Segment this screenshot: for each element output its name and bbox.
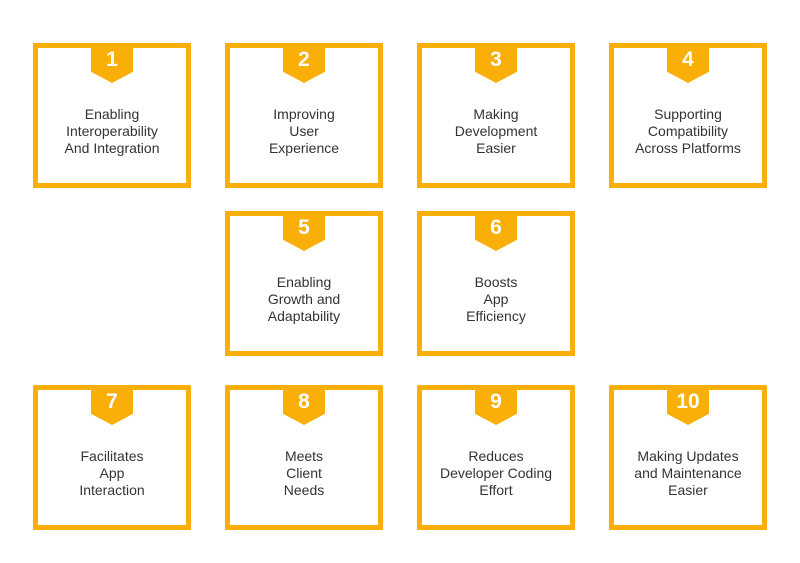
card-label-line: Effort [479,482,513,498]
card-number: 2 [298,48,310,71]
card-10: 10 Making Updates and Maintenance Easier [609,385,767,530]
card-4: 4 Supporting Compatibility Across Platfo… [609,43,767,188]
card-label-line: Enabling [276,274,332,290]
card-label-line: Enabling [84,106,140,122]
card-number: 4 [682,48,694,71]
card-label: Enabling Interoperability And Integratio… [38,106,186,157]
card-label: Making Development Easier [422,106,570,157]
card-label-line: Needs [283,482,325,498]
card-label-line: Interoperability [66,123,158,139]
card-number: 10 [676,390,700,413]
card-label-line: and Maintenance [634,465,742,481]
card-label-line: Interaction [79,482,145,498]
card-label: Boosts App Efficiency [422,274,570,325]
card-3: 3 Making Development Easier [417,43,575,188]
card-label: Reduces Developer Coding Effort [422,448,570,499]
card-8: 8 Meets Client Needs [225,385,383,530]
card-2: 2 Improving User Experience [225,43,383,188]
card-number: 6 [490,216,502,239]
card-label-line: Development [454,123,538,139]
card-label-line: Easier [668,482,708,498]
number-badge: 3 [475,43,517,83]
card-label: Making Updates and Maintenance Easier [614,448,762,499]
card-label-line: Adaptability [267,308,341,324]
card-label-line: Improving [273,106,335,122]
number-badge: 6 [475,211,517,251]
number-badge: 9 [475,385,517,425]
card-number: 3 [490,48,502,71]
number-badge: 8 [283,385,325,425]
card-label: Supporting Compatibility Across Platform… [614,106,762,157]
card-6: 6 Boosts App Efficiency [417,211,575,356]
card-label-line: And Integration [64,140,160,156]
card-label-line: Making Updates [637,448,739,464]
card-label-line: Efficiency [466,308,526,324]
card-label: Meets Client Needs [230,448,378,499]
card-label-line: Facilitates [80,448,144,464]
card-number: 9 [490,390,502,413]
card-number: 8 [298,390,310,413]
card-label-line: Experience [268,140,340,156]
card-label-line: Boosts [474,274,518,290]
card-label-line: Making [473,106,519,122]
card-label-line: Easier [476,140,516,156]
card-label: Facilitates App Interaction [38,448,186,499]
card-7: 7 Facilitates App Interaction [33,385,191,530]
card-label-line: Meets [284,448,324,464]
number-badge: 4 [667,43,709,83]
number-badge: 7 [91,385,133,425]
card-label-line: Reduces [468,448,524,464]
card-9: 9 Reduces Developer Coding Effort [417,385,575,530]
card-number: 7 [106,390,118,413]
card-label-line: User [289,123,319,139]
card-label-line: Developer Coding [439,465,553,481]
card-label-line: Growth and [267,291,341,307]
card-label-line: Supporting [654,106,722,122]
card-number: 1 [106,48,118,71]
number-badge: 1 [91,43,133,83]
card-label: Improving User Experience [230,106,378,157]
card-1: 1 Enabling Interoperability And Integrat… [33,43,191,188]
card-label-line: App [99,465,125,481]
card-label: Enabling Growth and Adaptability [230,274,378,325]
number-badge: 5 [283,211,325,251]
number-badge: 2 [283,43,325,83]
card-5: 5 Enabling Growth and Adaptability [225,211,383,356]
card-label-line: Compatibility [647,123,729,139]
card-label-line: App [483,291,509,307]
card-number: 5 [298,216,310,239]
card-label-line: Across Platforms [635,140,741,156]
card-label-line: Client [286,465,322,481]
number-badge: 10 [667,385,709,425]
